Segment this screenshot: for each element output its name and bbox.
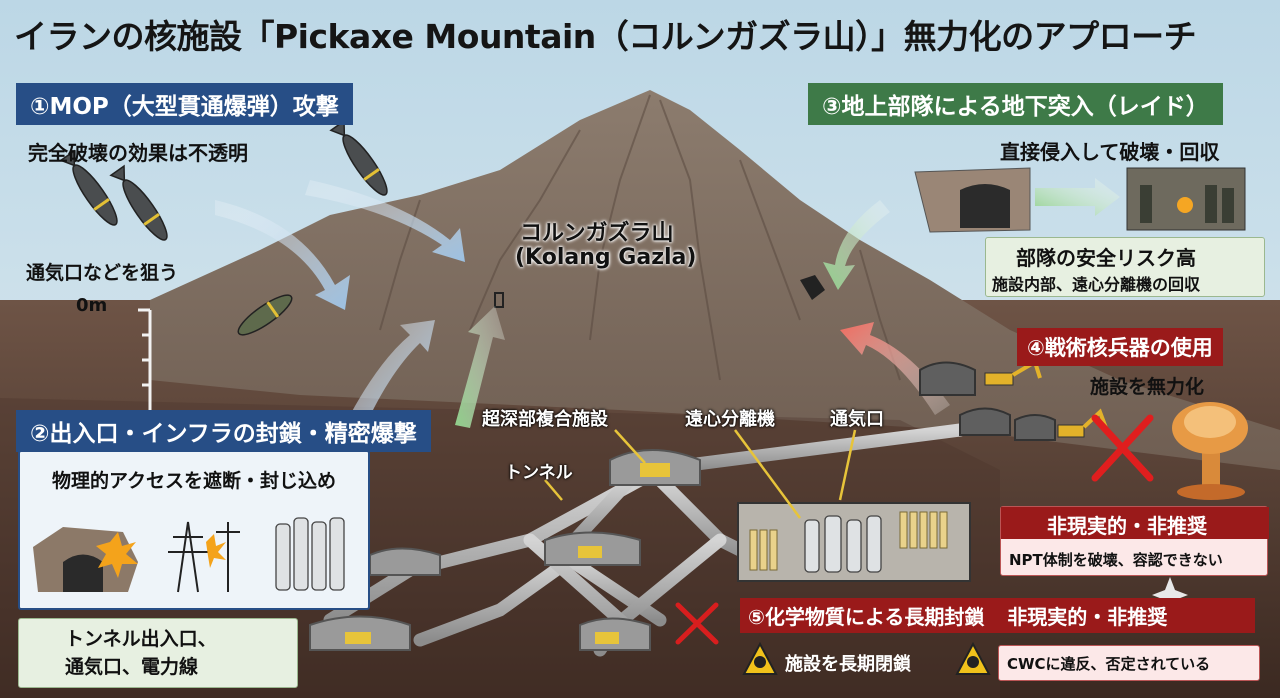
label-tunnel: トンネル — [505, 463, 573, 483]
tunnel-network — [323, 388, 1007, 657]
centrifuge-icon — [804, 515, 882, 573]
sparkle-icon — [1152, 577, 1188, 613]
approach4-verdict-box: 非現実的・非推奨 NPT体制を破壊、容認できない — [1000, 506, 1269, 576]
depth-label: 0m — [76, 295, 108, 316]
mountain-name-en: (Kolang Gazla) — [515, 245, 697, 270]
approach4-desc: 施設を無力化 — [1090, 376, 1205, 398]
raid-entrance-illustration — [914, 167, 1031, 233]
approach3-risk-detail: 施設内部、遠心分離機の回収 — [992, 275, 1201, 294]
cave-icon — [800, 275, 825, 300]
approach3-risk-box: 部隊の安全リスク高 施設内部、遠心分離機の回収 — [985, 237, 1265, 297]
approach5-detail-box: CWCに違反、否定されている — [998, 645, 1260, 681]
page-title: イランの核施設「Pickaxe Mountain（コルンガズラ山）」無力化のアプ… — [14, 17, 1197, 56]
label-vent: 通気口 — [830, 409, 884, 430]
approach1-target: 通気口などを狙う — [26, 262, 179, 284]
approach2-banner: ②出入口・インフラの封鎖・精密爆撃 — [16, 410, 431, 452]
approach2-desc: 物理的アクセスを遮断・封じ込め — [52, 470, 337, 492]
approach5-verdict-detail: CWCに違反、否定されている — [1007, 655, 1211, 673]
explosion-icon — [33, 527, 138, 592]
approach4-banner: ④戦術核兵器の使用 — [1017, 328, 1223, 366]
tunnel-portal — [919, 361, 1056, 441]
approach1-banner: ①MOP（大型貫通爆弾）攻撃 — [16, 83, 353, 125]
mountain-name-jp: コルンガズラ山 — [520, 221, 674, 246]
mushroom-cloud-icon — [1172, 402, 1248, 500]
vent-marker-icon — [494, 292, 504, 308]
approach2-targets: トンネル出入口、 通気口、電力線 — [65, 628, 217, 678]
bomb-icon — [59, 119, 388, 336]
approach3-risk-title: 部隊の安全リスク高 — [1016, 246, 1196, 270]
label-complex: 超深部複合施設 — [482, 409, 608, 430]
approach2-box: 物理的アクセスを遮断・封じ込め — [18, 450, 370, 610]
centrifuge-icon — [275, 517, 345, 591]
skull-warning-icon — [955, 642, 991, 675]
approach4-verdict: 非現実的・非推奨 — [1047, 514, 1207, 538]
approach3-banner: ③地上部隊による地下突入（レイド） — [808, 83, 1223, 125]
approach4-verdict-detail: NPT体制を破壊、容認できない — [1009, 551, 1223, 569]
approach3-desc: 直接侵入して破壊・回収 — [1000, 140, 1220, 164]
approach1-note: 完全破壊の効果は不透明 — [28, 141, 248, 165]
power-pylon-icon — [168, 521, 240, 593]
skull-warning-icon — [742, 642, 778, 675]
approach2-targets-box: トンネル出入口、 通気口、電力線 — [18, 618, 298, 688]
approach5-desc: 施設を長期閉鎖 — [785, 654, 911, 675]
approach5-title: ⑤化学物質による長期封鎖 — [748, 605, 985, 629]
approach5-banner: ⑤化学物質による長期封鎖 非現実的・非推奨 — [740, 598, 1255, 633]
label-centrifuge: 遠心分離機 — [685, 409, 775, 430]
depth-scale — [138, 308, 152, 410]
cross-icon — [1091, 414, 1154, 482]
approach5-verdict: 非現実的・非推奨 — [1007, 605, 1168, 629]
